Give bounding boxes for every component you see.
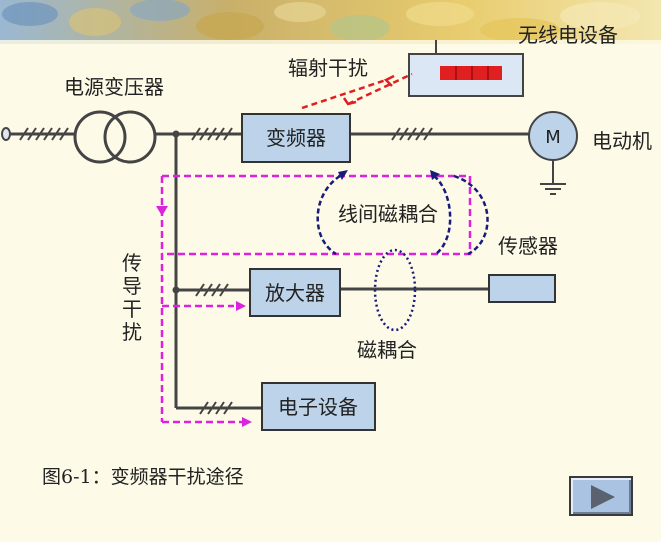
sensor-label: 传感器: [498, 234, 558, 258]
figure-caption: 图6-1：变频器干扰途径: [42, 466, 244, 488]
inverter-label: 变频器: [266, 126, 326, 150]
header-banner: 无线电设备: [0, 0, 661, 44]
radiation-arrowheads: [342, 74, 395, 106]
electronic-device-label: 电子设备: [278, 395, 358, 419]
junction-dot: [172, 286, 180, 294]
play-triangle-icon: [591, 485, 615, 509]
ground-symbol: [545, 188, 561, 195]
radiation-label: 辐射干扰: [288, 56, 368, 80]
conduction-label-2: 导: [122, 274, 142, 298]
transformer-symbol: [73, 110, 157, 164]
conduction-arrowheads: [156, 206, 252, 427]
line-coupling-loops: [316, 174, 489, 256]
amplifier-label: 放大器: [265, 281, 325, 305]
power-terminal: [1, 127, 11, 141]
conduction-label-3: 干: [122, 297, 142, 321]
coupling-arrowheads: [338, 170, 440, 180]
junction-dot: [172, 130, 180, 138]
conduction-label-4: 扰: [122, 320, 142, 344]
magnetic-coupling-label: 磁耦合: [357, 338, 417, 362]
radiation-arrows: [301, 72, 413, 110]
phase-marks: [19, 127, 433, 415]
line-coupling-label: 线间磁耦合: [338, 202, 438, 226]
electronic-device-box: [261, 382, 376, 431]
motor-letter: M: [545, 127, 561, 148]
next-slide-button[interactable]: [569, 476, 633, 516]
banner-title: 无线电设备: [518, 23, 618, 44]
motor-label: 电动机: [592, 129, 652, 153]
transformer-label: 电源变压器: [64, 75, 164, 99]
amplifier-box: [249, 268, 341, 317]
conduction-path: [160, 174, 472, 424]
conduction-label-1: 传: [122, 251, 142, 275]
motor-symbol: [528, 111, 578, 161]
wireless-indicator: [440, 66, 502, 80]
sensor-box: [488, 274, 556, 303]
magnetic-coupling-loop: [373, 248, 417, 332]
inverter-box: [241, 113, 351, 163]
indicator-segments: [455, 66, 489, 80]
